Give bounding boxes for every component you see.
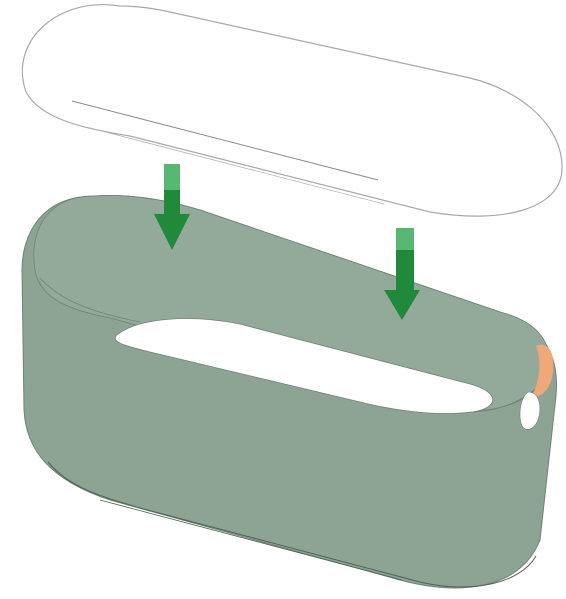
arrow-left-shaft	[164, 190, 180, 216]
handle-accent	[532, 344, 554, 397]
handle-hole	[519, 391, 541, 430]
handle-hole-right	[519, 344, 554, 430]
lid	[21, 4, 563, 217]
arrow-right-shaft	[396, 250, 414, 292]
basket-base-line-2	[99, 499, 403, 581]
basket-inner-line	[39, 277, 141, 323]
basket	[21, 195, 557, 589]
arrow-left-head	[154, 214, 190, 250]
lid-outline	[21, 4, 563, 217]
lid-inner-line-1	[71, 100, 379, 181]
basket-base-line-1	[47, 461, 537, 588]
arrow-left	[154, 164, 190, 250]
lid-inner-line-2	[89, 127, 385, 205]
basket-opening	[115, 318, 493, 414]
arrow-right	[384, 228, 420, 320]
arrow-right-head	[384, 290, 420, 320]
arrow-right-shaft-light	[396, 228, 414, 252]
arrow-left-shaft-light	[164, 164, 180, 192]
